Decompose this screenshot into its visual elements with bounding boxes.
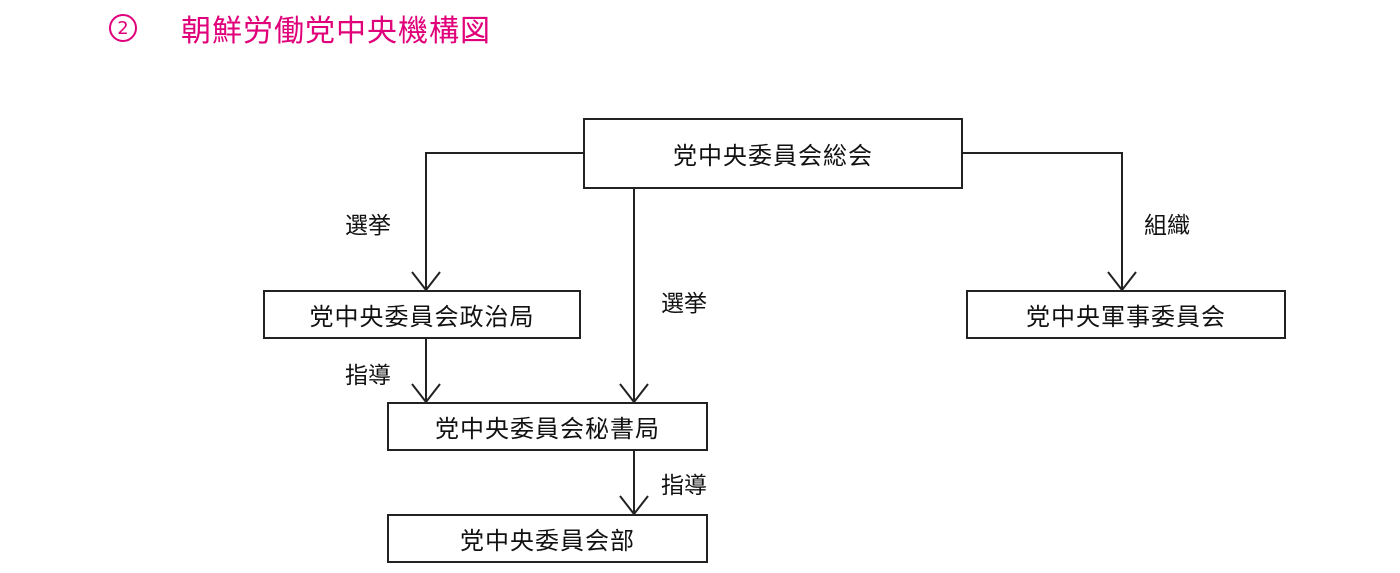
label-organize: 組織 [1144,213,1190,239]
edge-plenary-military [962,152,1123,290]
title-number-circle: 2 [109,14,137,42]
edge-plenary-politburo [425,152,584,290]
box-secretariat: 党中央委員会秘書局 [387,402,708,451]
box-secretariat-label: 党中央委員会秘書局 [435,415,660,443]
label-election-center: 選挙 [661,291,707,317]
box-politburo-label: 党中央委員会政治局 [309,303,535,331]
box-military: 党中央軍事委員会 [966,290,1286,339]
box-plenary: 党中央委員会総会 [583,118,963,189]
box-politburo: 党中央委員会政治局 [263,290,581,339]
diagram-title: 2 朝鮮労働党中央機構図 [109,8,491,49]
label-election-left: 選挙 [345,213,391,239]
label-guide-secretariat: 指導 [661,473,707,499]
box-plenary-label: 党中央委員会総会 [673,142,873,170]
title-text: 朝鮮労働党中央機構図 [181,14,491,49]
label-guide-politburo: 指導 [345,363,391,389]
box-military-label: 党中央軍事委員会 [1026,303,1226,331]
box-departments: 党中央委員会部 [387,514,708,563]
box-departments-label: 党中央委員会部 [460,527,635,555]
title-number: 2 [117,17,129,39]
